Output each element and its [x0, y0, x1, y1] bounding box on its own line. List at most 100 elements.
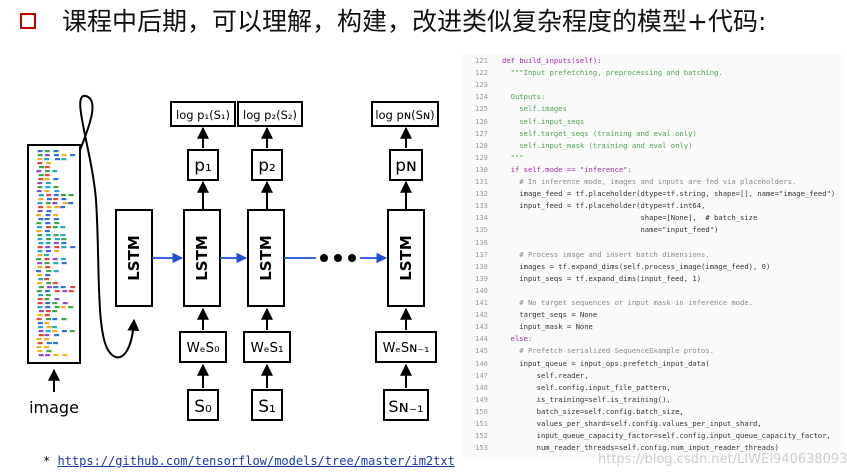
cnn-layer-mark [52, 282, 58, 285]
code-line: 122 """Input prefetching, preprocessing … [462, 66, 842, 79]
cnn-layer-mark [46, 270, 52, 273]
code-text: input_mask = None [502, 322, 593, 332]
cnn-layer-mark [46, 350, 52, 353]
code-text: shape=[None], # batch_size [502, 213, 758, 223]
cnn-layer-mark [44, 314, 50, 317]
cnn-layer-mark [44, 334, 50, 337]
code-line: 133 input_feed = tf.placeholder(dtype=tf… [462, 199, 842, 212]
line-number: 130 [475, 164, 488, 174]
cnn-layer-mark [45, 318, 51, 321]
footer-reference: * https://github.com/tensorflow/models/t… [43, 454, 455, 468]
cnn-layer-mark [44, 346, 50, 349]
cnn-layer-mark [44, 254, 50, 257]
cnn-layer-mark [37, 298, 43, 301]
embed-box-n [375, 331, 437, 363]
cnn-layer-mark [37, 226, 43, 229]
github-link[interactable]: https://github.com/tensorflow/models/tre… [57, 454, 455, 468]
input-box-n [383, 389, 429, 421]
line-number: 134 [475, 213, 488, 223]
code-text: """Input prefetching, preprocessing and … [502, 68, 723, 78]
cnn-layer-mark [60, 306, 66, 309]
cnn-layer-mark [36, 346, 42, 349]
cnn-layer-mark [45, 354, 51, 357]
code-text: self.images [502, 104, 567, 114]
cnn-layer-mark [54, 334, 60, 337]
cnn-layer-mark [60, 226, 66, 229]
code-line: 136 [462, 236, 842, 249]
cnn-layer-mark [38, 334, 44, 337]
code-text: if self.mode == "inference": [502, 164, 632, 174]
cnn-layer-mark [46, 162, 52, 165]
cnn-layer-mark [36, 222, 42, 225]
code-text: name="input_feed") [502, 225, 719, 235]
cnn-layer-mark [36, 230, 42, 233]
cnn-layer-mark [52, 326, 58, 329]
cnn-layer-mark [44, 278, 50, 281]
cnn-layer-mark [61, 318, 67, 321]
code-text: Outputs: [502, 92, 546, 102]
cnn-layer-mark [38, 206, 44, 209]
input-label-2: S₁ [258, 397, 276, 417]
cnn-layer-mark [46, 326, 52, 329]
cnn-layer-mark [38, 194, 44, 197]
cnn-layer-mark [45, 234, 51, 237]
code-text: self.input_mask (training and eval only) [502, 140, 693, 150]
code-text: def build_inputs(self): [502, 56, 602, 65]
cnn-layer-mark [46, 198, 52, 201]
line-number: 125 [475, 104, 488, 114]
code-line: 134 shape=[None], # batch_size [462, 211, 842, 224]
embed-label-n: WₑSɴ₋₁ [383, 341, 430, 356]
cnn-layer-mark [53, 354, 59, 357]
line-number: 124 [475, 92, 488, 102]
cnn-layer-mark [36, 270, 42, 273]
cnn-layer-mark [53, 194, 59, 197]
cnn-layer-mark [52, 226, 58, 229]
line-number: 135 [475, 225, 488, 235]
cnn-layer-mark [37, 210, 43, 213]
cnn-layer-mark [69, 330, 75, 333]
cnn-layer-mark [37, 274, 43, 277]
code-text: self.config.input_file_pattern, [502, 382, 671, 392]
code-text: # Process image and insert batch dimensi… [502, 249, 710, 259]
cnn-layer-mark [54, 238, 60, 241]
cnn-layer-mark [52, 170, 58, 173]
cnn-layer-mark [53, 198, 59, 201]
line-number: 129 [475, 152, 488, 162]
cnn-layer-mark [54, 290, 60, 293]
cnn-layer-mark [36, 318, 42, 321]
cnn-layer-mark [37, 234, 43, 237]
line-number: 138 [475, 261, 488, 271]
ellipsis-dot-1 [320, 254, 328, 262]
cnn-layer-mark [38, 198, 44, 201]
cnn-layer-mark [37, 342, 43, 345]
code-line: 141 # No target sequences or input mask … [462, 296, 842, 309]
code-line: 130 if self.mode == "inference": [462, 163, 842, 176]
cnn-layer-mark [44, 150, 50, 153]
page-title: 课程中后期，可以理解，构建，改进类似复杂程度的模型+代码: [62, 7, 767, 36]
cnn-layer-mark [54, 206, 60, 209]
prob-box-1 [187, 149, 219, 181]
cnn-layer-mark [53, 242, 59, 245]
code-text: input_seqs = tf.expand_dims(input_feed, … [502, 273, 702, 283]
prob-label-n: pɴ [395, 156, 417, 176]
cnn-layer-mark [61, 246, 67, 249]
cnn-layer-mark [36, 214, 42, 217]
cnn-layer-mark [68, 290, 74, 293]
cnn-layer-mark [45, 242, 51, 245]
prob-box-n [389, 149, 423, 181]
line-number: 144 [475, 334, 488, 344]
line-number: 140 [475, 285, 488, 295]
line-number: 142 [475, 310, 488, 320]
code-text: # Prefetch serialized SequenceExample pr… [502, 346, 715, 356]
code-text: is_training=self.is_training(), [502, 394, 671, 404]
cnn-layer-mark [60, 258, 66, 261]
cnn-layer-mark [46, 286, 52, 289]
cnn-layer-mark [52, 258, 58, 261]
bullet-square-icon [20, 13, 36, 29]
cnn-layer-mark [54, 246, 60, 249]
cnn-layer-mark [37, 262, 43, 265]
cnn-layer-mark [53, 154, 59, 157]
cnn-layer-mark [44, 230, 50, 233]
code-text: target_seqs = None [502, 310, 598, 320]
